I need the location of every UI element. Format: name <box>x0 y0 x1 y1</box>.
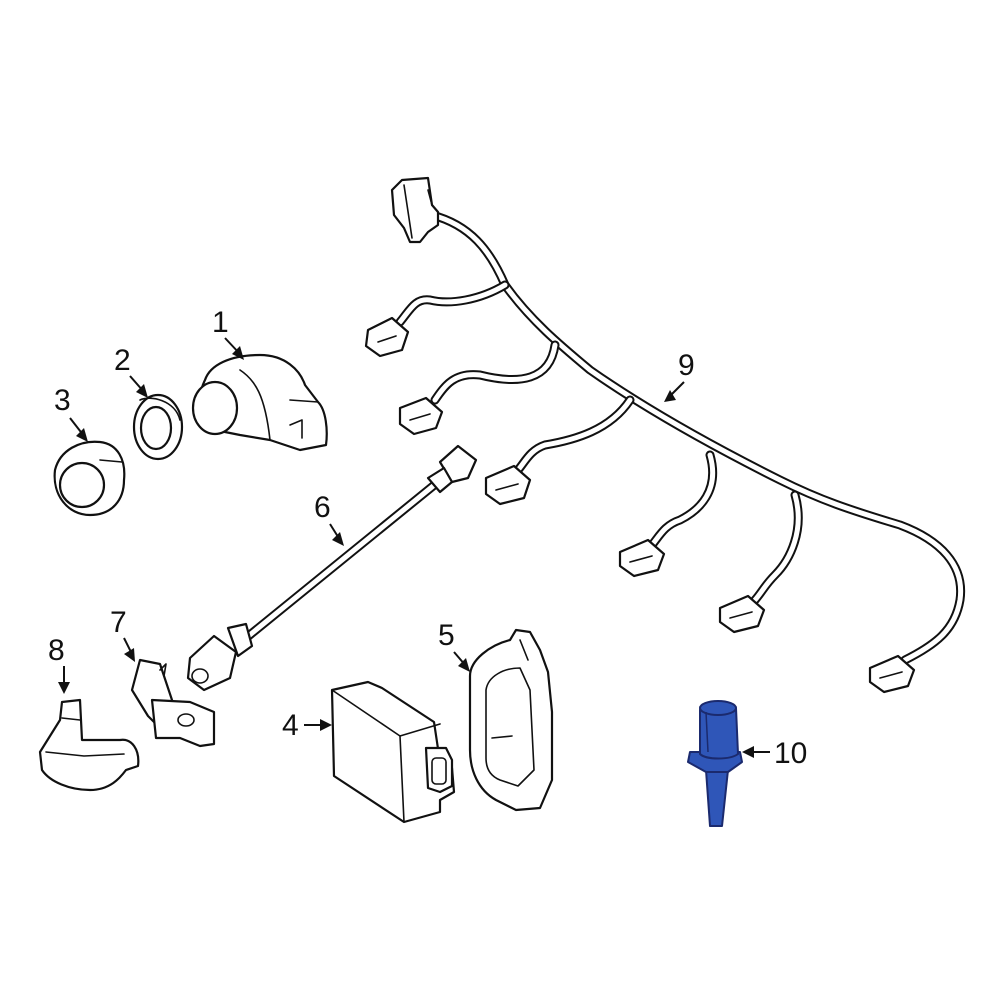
callout-label: 3 <box>54 384 71 417</box>
callout-4: 4 <box>282 709 332 742</box>
callout-label: 6 <box>314 491 331 524</box>
callout-5: 5 <box>438 619 470 672</box>
sensor-bracket[interactable] <box>130 658 216 748</box>
callout-1: 1 <box>212 306 244 360</box>
callout-8: 8 <box>48 634 70 694</box>
sensor-retainer-ring[interactable] <box>132 393 184 461</box>
callout-3: 3 <box>54 384 88 442</box>
callout-label: 5 <box>438 619 455 652</box>
harness-connector <box>718 594 766 634</box>
callout-label: 4 <box>282 709 299 742</box>
harness-connector <box>364 316 410 358</box>
harness-connector <box>398 396 444 436</box>
ambient-temperature-sensor[interactable] <box>687 700 743 827</box>
callout-label: 10 <box>774 737 807 770</box>
corner-sensor-bracket[interactable] <box>38 698 140 792</box>
harness-connector <box>484 464 532 506</box>
sensor-wire-harness[interactable] <box>186 444 478 692</box>
callout-label: 7 <box>110 606 127 639</box>
callout-label: 8 <box>48 634 65 667</box>
module-bracket[interactable] <box>468 628 554 812</box>
control-module[interactable] <box>330 680 456 824</box>
sensor-bezel[interactable] <box>53 440 126 517</box>
callout-7: 7 <box>110 606 135 662</box>
callout-2: 2 <box>114 344 148 398</box>
callout-10: 10 <box>742 737 807 770</box>
callout-9: 9 <box>664 349 695 402</box>
harness-connector <box>618 538 666 578</box>
temp-sensor-tip <box>705 769 729 827</box>
parking-sensor[interactable] <box>191 353 328 452</box>
callout-label: 1 <box>212 306 229 339</box>
callout-6: 6 <box>314 491 344 546</box>
harness-connector <box>868 654 916 694</box>
callout-label: 2 <box>114 344 131 377</box>
bumper-wire-harness[interactable] <box>364 176 966 694</box>
callout-label: 9 <box>678 349 695 382</box>
